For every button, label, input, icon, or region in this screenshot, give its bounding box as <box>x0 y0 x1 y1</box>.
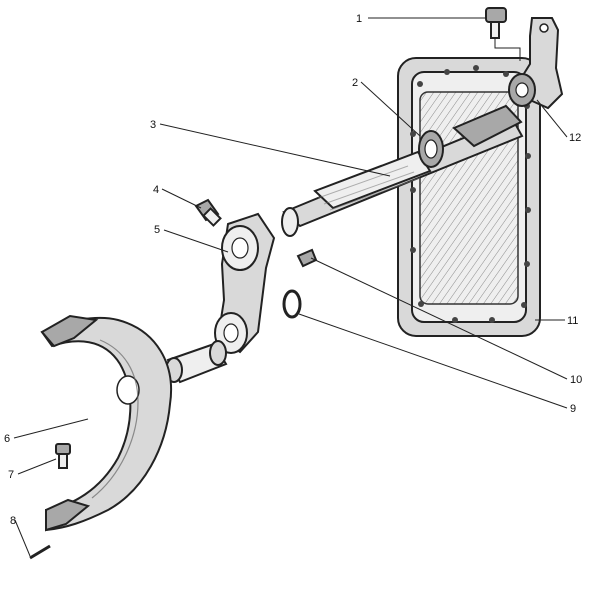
pin-8 <box>29 544 51 560</box>
leader-2 <box>360 81 421 137</box>
callout-4: 4 <box>153 184 159 196</box>
shift-fork <box>40 314 172 532</box>
callout-5: 5 <box>154 224 160 236</box>
callout-12: 12 <box>569 132 581 144</box>
callout-2: 2 <box>352 77 358 89</box>
small-bolt-4 <box>194 198 222 227</box>
callout-3: 3 <box>150 119 156 131</box>
callout-7: 7 <box>8 469 14 481</box>
callout-9: 9 <box>570 403 576 415</box>
callout-8: 8 <box>10 515 16 527</box>
leader-10 <box>310 257 568 380</box>
callout-11: 11 <box>567 315 578 327</box>
fork-shaft <box>165 340 228 384</box>
top-bolt <box>485 7 521 61</box>
leader-9 <box>298 313 568 409</box>
callout-6: 6 <box>4 433 10 445</box>
main-shaft <box>281 104 524 237</box>
callout-1: 1 <box>356 13 362 25</box>
screw-7 <box>55 443 71 469</box>
lever-bracket <box>508 17 564 110</box>
leader-12 <box>536 99 568 138</box>
leader-6 <box>13 418 89 439</box>
linkage-lever <box>214 212 276 354</box>
leader-7 <box>17 458 57 475</box>
retaining-ring-9 <box>282 289 302 319</box>
leader-4 <box>161 188 202 209</box>
leader-8 <box>14 519 31 557</box>
leader-5 <box>163 229 229 253</box>
callout-10: 10 <box>570 374 582 386</box>
leader-3 <box>159 123 391 177</box>
key-10 <box>296 248 318 268</box>
